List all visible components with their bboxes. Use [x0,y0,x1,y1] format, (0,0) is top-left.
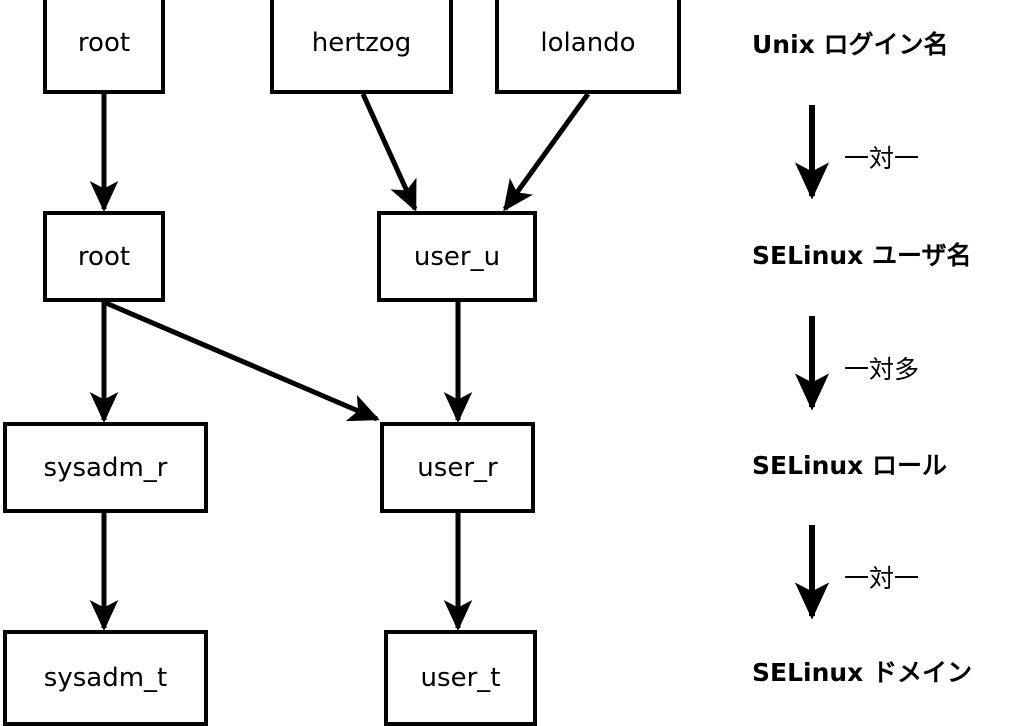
legend-level-selinux-user: SELinux ユーザ名 [752,241,972,270]
node-label: user_r [417,452,498,483]
node-seuser_root: root [43,211,165,302]
edge-root-to-user_r [105,300,380,422]
legend-level-selinux-role: SELinux ロール [752,451,948,480]
node-label: user_u [413,241,501,272]
node-label: lolando [540,28,636,58]
node-login_hertzog: hertzog [270,0,453,94]
node-label: hertzog [311,28,412,58]
diagram-edges [89,92,591,632]
legend-relation-rel-one-to-one-2: 一対一 [844,564,920,593]
legend-level-unix-login: Unix ログイン名 [752,30,949,59]
legend-relation-rel-one-to-many: 一対多 [844,355,920,384]
node-label: root [77,241,131,272]
node-role_user_r: user_r [380,422,535,513]
edge-lolando-to-user_u [502,92,591,212]
node-role_sysadm_r: sysadm_r [3,422,208,513]
node-label: sysadm_t [43,663,168,693]
legend-level-selinux-domain: SELinux ドメイン [752,658,973,687]
node-label: user_t [420,663,501,693]
node-label: sysadm_r [43,452,168,483]
edge-hertzog-to-user_u [360,92,418,212]
node-domain_user_t: user_t [384,630,537,726]
node-login_root: root [43,0,165,94]
node-label: root [77,28,131,58]
legend-relation-rel-one-to-one-1: 一対一 [844,144,920,173]
node-login_lolando: lolando [495,0,681,94]
node-domain_sysadm_t: sysadm_t [3,630,208,726]
node-seuser_user_u: user_u [377,211,537,302]
